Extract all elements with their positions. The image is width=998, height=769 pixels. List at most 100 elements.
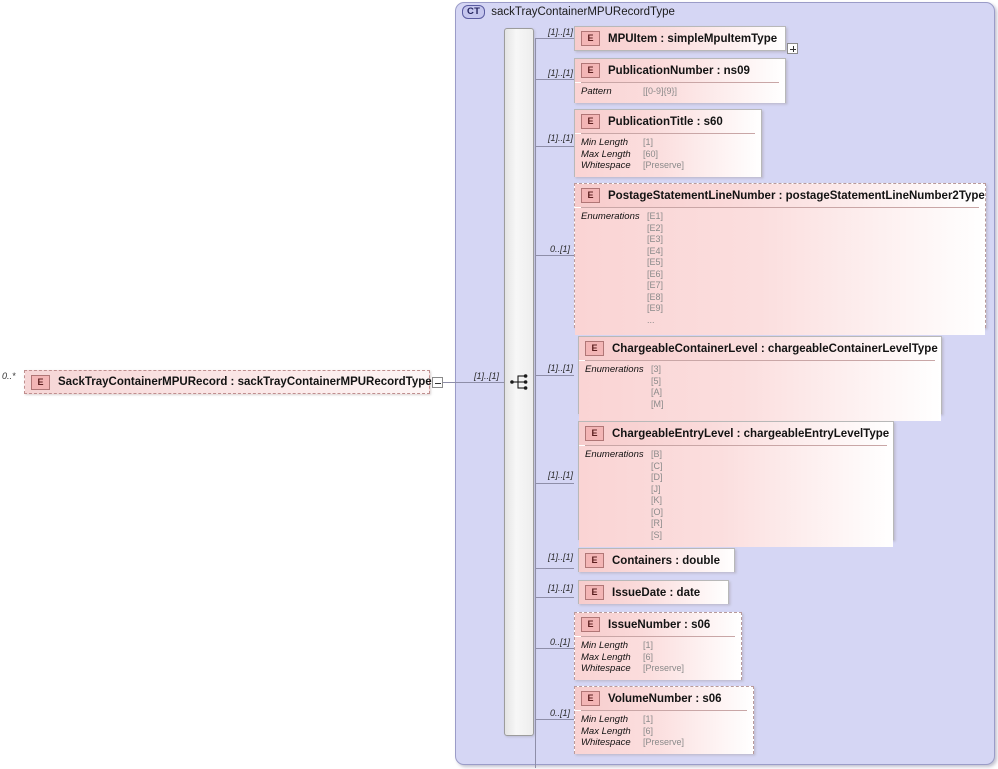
facet-value: [6] — [643, 725, 654, 736]
element-badge-icon: E — [581, 31, 600, 46]
enumeration-value: [3] — [651, 364, 662, 374]
element-facets: Pattern [[0-9]{9}] — [575, 83, 785, 103]
enumeration-value: [R] — [651, 518, 663, 528]
element-badge-icon: E — [581, 114, 600, 129]
facet-value: [Preserve] — [643, 663, 685, 673]
occurrence-label-issuedate: [1]..[1] — [548, 583, 574, 593]
occurrence-label-publicationtitle: [1]..[1] — [548, 133, 574, 143]
element-box-publicationnumber[interactable]: E PublicationNumber : ns09 Pattern [[0-9… — [574, 58, 786, 103]
facet-row: Min Length [1] — [581, 714, 747, 726]
facet-name: Whitespace — [581, 160, 631, 171]
divider — [581, 82, 779, 83]
element-box-publicationtitle[interactable]: E PublicationTitle : s60 Min Length [1] … — [574, 109, 762, 177]
complex-type-name: sackTrayContainerMPURecordType — [491, 6, 675, 18]
enumeration-value: [E8] — [647, 291, 664, 302]
enumeration-value: [A] — [651, 387, 663, 397]
occurrence-label-chargeableentrylevel: [1]..[1] — [548, 470, 574, 480]
enumeration-value: [S] — [651, 529, 663, 540]
element-label: MPUItem : simpleMpuItemType — [608, 32, 778, 45]
element-box-sacktraycontainermpurecord[interactable]: E SackTrayContainerMPURecord : sackTrayC… — [24, 370, 432, 394]
occurrence-label-issuenumber: 0..[1] — [550, 637, 571, 647]
element-header: E IssueDate : date — [579, 581, 728, 604]
connector-branch-1 — [535, 38, 574, 39]
facet-value: [1] — [643, 640, 654, 650]
element-facets: Min Length [1] Max Length [6] Whitespace… — [575, 637, 741, 680]
element-header: E Containers : double — [579, 549, 734, 572]
element-box-volumenumber[interactable]: E VolumeNumber : s06 Min Length [1] Max … — [574, 686, 754, 754]
facet-name: Min Length — [581, 714, 629, 725]
enumerations-label: Enumerations — [581, 211, 640, 222]
element-box-chargeablecontainerlevel[interactable]: E ChargeableContainerLevel : chargeableC… — [578, 336, 942, 421]
element-badge-icon: E — [581, 188, 600, 203]
enumeration-value: [E3] — [647, 234, 664, 244]
facet-value: [1] — [643, 714, 654, 724]
facet-name: Min Length — [581, 640, 629, 651]
enumeration-value: [O] — [651, 506, 664, 517]
enumeration-value: [E6] — [647, 268, 664, 279]
element-label: ChargeableContainerLevel : chargeableCon… — [612, 342, 938, 355]
element-label: SackTrayContainerMPURecord : sackTrayCon… — [58, 376, 432, 388]
enumeration-value: [K] — [651, 495, 663, 505]
element-box-issuenumber[interactable]: E IssueNumber : s06 Min Length [1] Max L… — [574, 612, 742, 680]
element-enumerations: Enumerations [B][C][D][J][K][O][R][S] — [579, 446, 893, 547]
enumeration-value: [E9] — [647, 303, 664, 313]
element-facets: Min Length [1] Max Length [6] Whitespace… — [575, 711, 753, 754]
element-label: PublicationTitle : s60 — [608, 115, 723, 128]
element-badge-icon: E — [585, 341, 604, 356]
element-badge-icon: E — [581, 691, 600, 706]
connector-branch-2 — [535, 79, 574, 80]
element-header: E PostageStatementLineNumber : postageSt… — [575, 184, 985, 207]
element-label: PostageStatementLineNumber : postageStat… — [608, 189, 985, 202]
connector-branch-6 — [535, 483, 574, 484]
facet-name: Max Length — [581, 651, 631, 663]
divider — [585, 445, 887, 446]
sequence-icon — [510, 374, 528, 390]
facet-name: Max Length — [581, 148, 631, 160]
element-header: E ChargeableContainerLevel : chargeableC… — [579, 337, 941, 360]
element-label: IssueNumber : s06 — [608, 618, 711, 631]
element-header: E ChargeableEntryLevel : chargeableEntry… — [579, 422, 893, 445]
element-box-containers[interactable]: E Containers : double — [578, 548, 735, 572]
root-occurrence-label: 0..* — [2, 371, 16, 381]
enumeration-value: [D] — [651, 472, 663, 482]
element-box-mpuitem[interactable]: E MPUItem : simpleMpuItemType — [574, 26, 786, 51]
enumeration-value: [5] — [651, 375, 662, 386]
connector-trunk — [535, 38, 536, 768]
expand-plus-icon[interactable] — [787, 43, 798, 54]
facet-name: Whitespace — [581, 737, 631, 748]
divider — [581, 133, 755, 134]
facet-value: [60] — [643, 148, 659, 159]
facet-row: Max Length [60] — [581, 149, 755, 161]
occurrence-label-postagestatementlinenumber: 0..[1] — [550, 244, 571, 254]
facet-row: Min Length [1] — [581, 640, 735, 652]
enumeration-value: [E2] — [647, 222, 664, 233]
connector-branch-4 — [535, 255, 574, 256]
connector-root-to-sequence — [443, 382, 504, 383]
element-box-postagestatementlinenumber[interactable]: E PostageStatementLineNumber : postageSt… — [574, 183, 986, 335]
connector-branch-8 — [535, 597, 574, 598]
divider — [581, 710, 747, 711]
occurrence-label-mpuitem: [1]..[1] — [548, 27, 574, 37]
enumerations-label: Enumerations — [585, 449, 644, 460]
collapse-minus-icon[interactable] — [432, 377, 443, 388]
facet-row: Whitespace [Preserve] — [581, 663, 735, 675]
facet-name: Whitespace — [581, 663, 631, 674]
enumerations-values: [E1][E2][E3][E4][E5][E6][E7][E8][E9]... — [647, 211, 663, 326]
element-label: PublicationNumber : ns09 — [608, 64, 750, 77]
connector-branch-10 — [535, 719, 574, 720]
element-header: E PublicationNumber : ns09 — [575, 59, 785, 82]
complex-type-header: CT sackTrayContainerMPURecordType — [462, 5, 675, 19]
facet-value: [Preserve] — [643, 160, 685, 170]
occurrence-label-containers: [1]..[1] — [548, 552, 574, 562]
element-badge-icon: E — [585, 426, 604, 441]
facet-row: Whitespace [Preserve] — [581, 160, 755, 172]
element-box-issuedate[interactable]: E IssueDate : date — [578, 580, 729, 604]
facet-value: [6] — [643, 651, 654, 662]
enumeration-value: [E5] — [647, 257, 664, 267]
element-badge-icon: E — [31, 374, 50, 390]
element-box-chargeableentrylevel[interactable]: E ChargeableEntryLevel : chargeableEntry… — [578, 421, 894, 547]
enumeration-value: [C] — [651, 460, 663, 471]
element-enumerations: Enumerations [E1][E2][E3][E4][E5][E6][E7… — [575, 208, 985, 335]
occurrence-label-chargeablecontainerlevel: [1]..[1] — [548, 363, 574, 373]
enumeration-value: [B] — [651, 449, 663, 459]
